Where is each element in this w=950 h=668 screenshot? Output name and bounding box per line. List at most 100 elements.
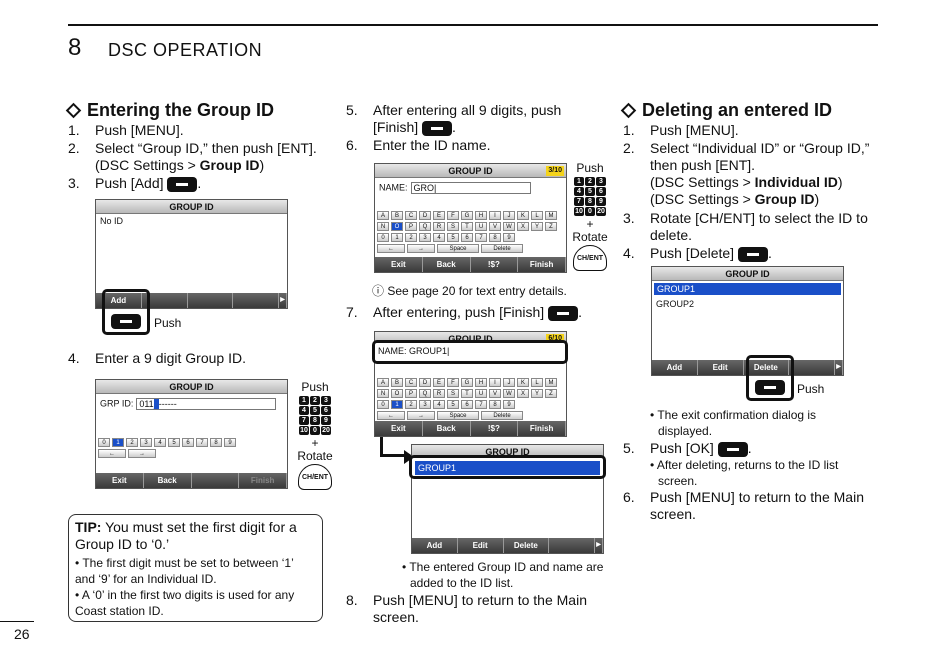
digit-key[interactable]: 4 (154, 438, 166, 447)
keyboard-key[interactable]: C (405, 378, 417, 387)
keyboard-key[interactable]: 3 (419, 233, 431, 242)
softkey-add[interactable]: Add (412, 538, 458, 553)
delete-key[interactable]: Delete (481, 244, 523, 253)
keyboard-key[interactable]: P (405, 222, 417, 231)
keyboard-key[interactable]: A (377, 211, 389, 220)
keyboard-key[interactable]: 7 (475, 233, 487, 242)
keyboard-key[interactable]: R (433, 389, 445, 398)
keyboard-key[interactable]: 3 (419, 400, 431, 409)
softkey-symbols[interactable]: !$? (471, 257, 519, 272)
keyboard-key[interactable]: J (503, 211, 515, 220)
keyboard-key[interactable]: 1 (391, 400, 403, 409)
keyboard-key[interactable]: N (377, 389, 389, 398)
keyboard-key[interactable]: F (447, 378, 459, 387)
keyboard-key[interactable]: D (419, 211, 431, 220)
digit-key[interactable]: 9 (224, 438, 236, 447)
keyboard-key[interactable]: G (461, 378, 473, 387)
keyboard-key[interactable]: 0 (377, 233, 389, 242)
right-arrow-key[interactable]: → (407, 244, 435, 253)
keyboard-key[interactable]: B (391, 211, 403, 220)
keyboard-key[interactable]: W (503, 389, 515, 398)
keyboard-key[interactable]: X (517, 222, 529, 231)
keyboard-key[interactable]: V (489, 389, 501, 398)
softkey-back[interactable]: Back (423, 257, 471, 272)
keyboard-key[interactable]: J (503, 378, 515, 387)
keyboard-key[interactable]: X (517, 389, 529, 398)
keyboard-key[interactable]: 1 (391, 233, 403, 242)
keyboard-key[interactable]: 6 (461, 400, 473, 409)
softkey-delete[interactable]: Delete (504, 538, 550, 553)
keyboard-key[interactable]: V (489, 222, 501, 231)
keyboard-key[interactable]: R (433, 222, 445, 231)
right-arrow-key[interactable]: → (407, 411, 435, 420)
space-key[interactable]: Space (437, 244, 479, 253)
softkey-exit[interactable]: Exit (96, 473, 144, 488)
left-arrow-key[interactable]: ← (377, 411, 405, 420)
keyboard-key[interactable]: W (503, 222, 515, 231)
keyboard-key[interactable]: 5 (447, 400, 459, 409)
digit-key[interactable]: 7 (196, 438, 208, 447)
keyboard-key[interactable]: T (461, 222, 473, 231)
softkey-finish[interactable]: Finish (518, 421, 566, 436)
right-arrow-key[interactable]: → (128, 449, 156, 458)
digit-key[interactable]: 5 (168, 438, 180, 447)
digit-key[interactable]: 1 (112, 438, 124, 447)
softkey-finish[interactable]: Finish (518, 257, 566, 272)
keyboard-key[interactable]: K (517, 378, 529, 387)
keyboard-key[interactable]: H (475, 211, 487, 220)
softkey-symbols[interactable]: !$? (471, 421, 519, 436)
keyboard-key[interactable]: N (377, 222, 389, 231)
keyboard-key[interactable]: H (475, 378, 487, 387)
keyboard-key[interactable]: Z (545, 389, 557, 398)
softkey-delete[interactable]: Delete (744, 360, 790, 375)
keyboard-key[interactable]: U (475, 222, 487, 231)
left-arrow-key[interactable]: ← (377, 244, 405, 253)
keyboard-key[interactable]: 8 (489, 400, 501, 409)
keyboard-key[interactable]: E (433, 211, 445, 220)
keyboard-key[interactable]: C (405, 211, 417, 220)
keyboard-key[interactable]: 8 (489, 233, 501, 242)
keyboard-key[interactable]: 9 (503, 233, 515, 242)
keyboard-key[interactable]: T (461, 389, 473, 398)
digit-key[interactable]: 6 (182, 438, 194, 447)
keyboard-key[interactable]: G (461, 211, 473, 220)
softkey-add[interactable]: Add (96, 293, 142, 308)
keyboard-key[interactable]: I (489, 378, 501, 387)
list-item[interactable]: GROUP2 (656, 299, 695, 309)
keyboard-key[interactable]: O (391, 222, 403, 231)
softkey-back[interactable]: Back (144, 473, 192, 488)
keyboard-key[interactable]: E (433, 378, 445, 387)
keyboard-key[interactable]: 6 (461, 233, 473, 242)
softkey-exit[interactable]: Exit (375, 257, 423, 272)
keyboard-key[interactable]: O (391, 389, 403, 398)
delete-key[interactable]: Delete (481, 411, 523, 420)
left-arrow-key[interactable]: ← (98, 449, 126, 458)
keyboard-key[interactable]: L (531, 211, 543, 220)
keyboard-key[interactable]: Y (531, 222, 543, 231)
keyboard-key[interactable]: I (489, 211, 501, 220)
softkey-back[interactable]: Back (423, 421, 471, 436)
keyboard-key[interactable]: 2 (405, 233, 417, 242)
keyboard-key[interactable]: 4 (433, 400, 445, 409)
softkey-edit[interactable]: Edit (698, 360, 744, 375)
keyboard-key[interactable]: Z (545, 222, 557, 231)
keyboard-key[interactable]: 5 (447, 233, 459, 242)
space-key[interactable]: Space (437, 411, 479, 420)
keyboard-key[interactable]: D (419, 378, 431, 387)
keyboard-key[interactable]: 2 (405, 400, 417, 409)
keyboard-key[interactable]: S (447, 389, 459, 398)
digit-key[interactable]: 0 (98, 438, 110, 447)
softkey-finish[interactable]: Finish (239, 473, 287, 488)
keyboard-key[interactable]: K (517, 211, 529, 220)
list-item[interactable]: GROUP1 (415, 461, 600, 475)
keyboard-key[interactable]: L (531, 378, 543, 387)
softkey-exit[interactable]: Exit (375, 421, 423, 436)
keyboard-key[interactable]: S (447, 222, 459, 231)
keyboard-key[interactable]: A (377, 378, 389, 387)
keyboard-key[interactable]: Q (419, 389, 431, 398)
keyboard-key[interactable]: 4 (433, 233, 445, 242)
digit-key[interactable]: 8 (210, 438, 222, 447)
list-item-selected[interactable]: GROUP1 (654, 283, 841, 295)
keyboard-key[interactable]: 9 (503, 400, 515, 409)
keyboard-key[interactable]: Y (531, 389, 543, 398)
